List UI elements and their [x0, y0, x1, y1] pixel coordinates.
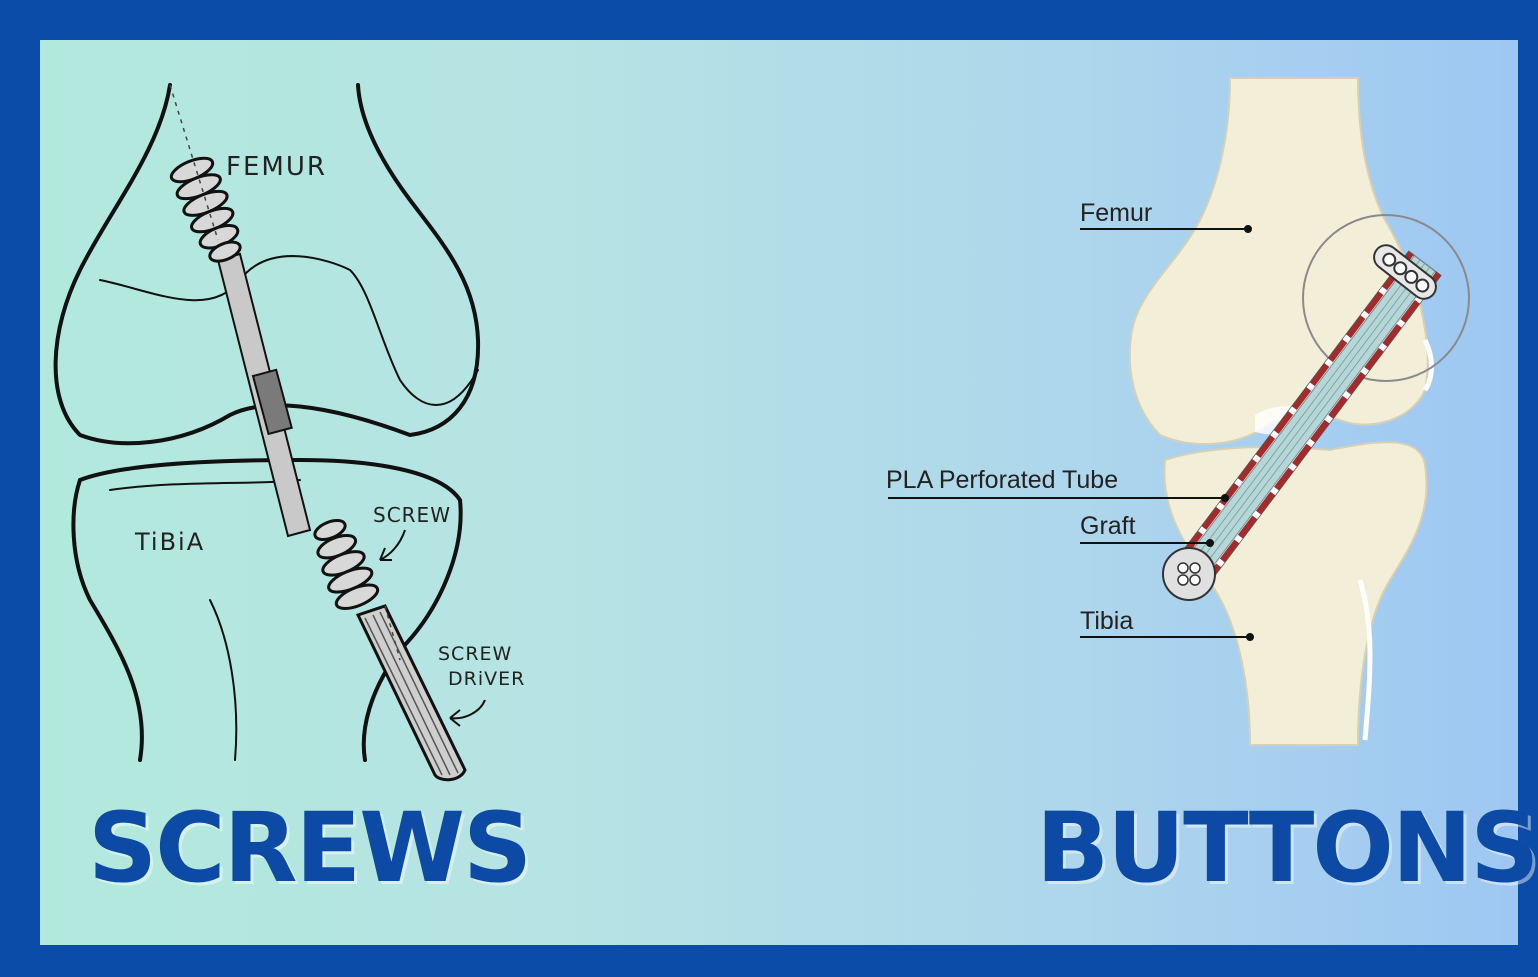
screws-title: SCREWS — [88, 800, 530, 896]
buttons-knee-drawing — [888, 78, 1469, 745]
tibial-button — [1163, 548, 1215, 600]
tibia-label: Tibia — [1080, 607, 1133, 635]
driver-handwritten-label-1: SCREW — [438, 643, 512, 665]
screw-handwritten-label: SCREW — [373, 503, 451, 527]
buttons-title: BUTTONS — [1036, 800, 1537, 896]
tibial-screw — [306, 514, 382, 614]
tube-label: PLA Perforated Tube — [886, 466, 1118, 494]
tibia-handwritten-label: TiBiA — [134, 528, 205, 556]
tibia-outline — [73, 480, 142, 760]
content-panel: FEMUR TiBiA SCREW SCREW DRiVER — [40, 40, 1518, 945]
screw-arrow — [380, 530, 405, 560]
screw-assembly — [167, 85, 485, 780]
femur-label: Femur — [1080, 199, 1152, 227]
femur-handwritten-label: FEMUR — [226, 152, 327, 182]
driver-handwritten-label-2: DRiVER — [448, 668, 525, 690]
graft-label: Graft — [1080, 512, 1136, 540]
driver-arrow — [450, 700, 485, 726]
intercondylar-line — [100, 256, 478, 405]
